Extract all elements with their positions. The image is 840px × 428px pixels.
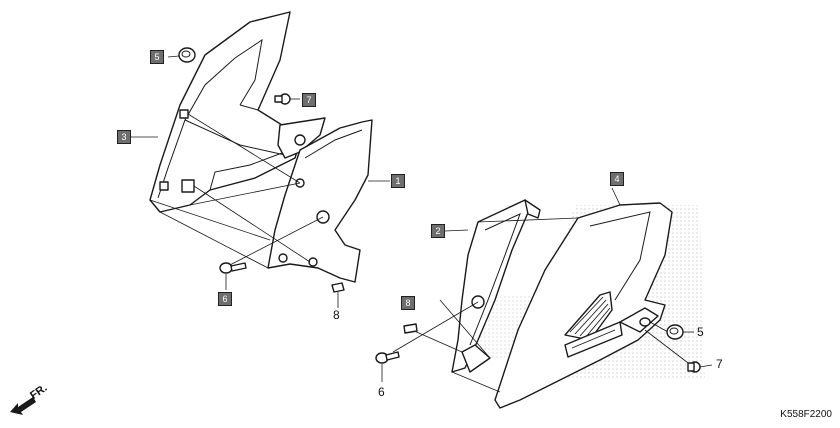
- callout-1: 1: [391, 174, 405, 188]
- part-2-inner-cover: [451, 199, 541, 373]
- assembly-lines-right: [392, 217, 693, 393]
- grommet-5-top: [167, 47, 196, 63]
- part-4-outer-shroud: [494, 202, 673, 409]
- callout-leaders: [130, 136, 621, 232]
- callout-5-top: 5: [150, 50, 164, 64]
- screw-6-right: [375, 351, 400, 382]
- callout-8-top: 8: [333, 308, 340, 322]
- callout-6-right: 6: [378, 385, 385, 399]
- assembly-lines-left: [149, 113, 324, 269]
- diagram-code: K558F2200: [780, 409, 832, 420]
- callout-2: 2: [431, 224, 445, 238]
- screw-8-right: [403, 323, 418, 334]
- callout-6-top: 6: [218, 292, 232, 306]
- callout-4: 4: [610, 172, 624, 186]
- screw-8-left: [331, 282, 345, 308]
- callout-3: 3: [117, 130, 131, 144]
- callout-8-right: 8: [401, 296, 415, 310]
- callout-5-right: 5: [697, 325, 704, 339]
- front-direction-arrow-icon: [10, 397, 36, 415]
- bolt-7-top: [274, 93, 300, 105]
- grommet-5-right: [666, 324, 694, 340]
- callout-7-top: 7: [302, 93, 316, 107]
- bolt-7-right: [687, 361, 713, 373]
- callout-7-right: 7: [716, 357, 723, 371]
- screw-6-left: [219, 262, 247, 290]
- part-3-front-cover: [149, 11, 326, 213]
